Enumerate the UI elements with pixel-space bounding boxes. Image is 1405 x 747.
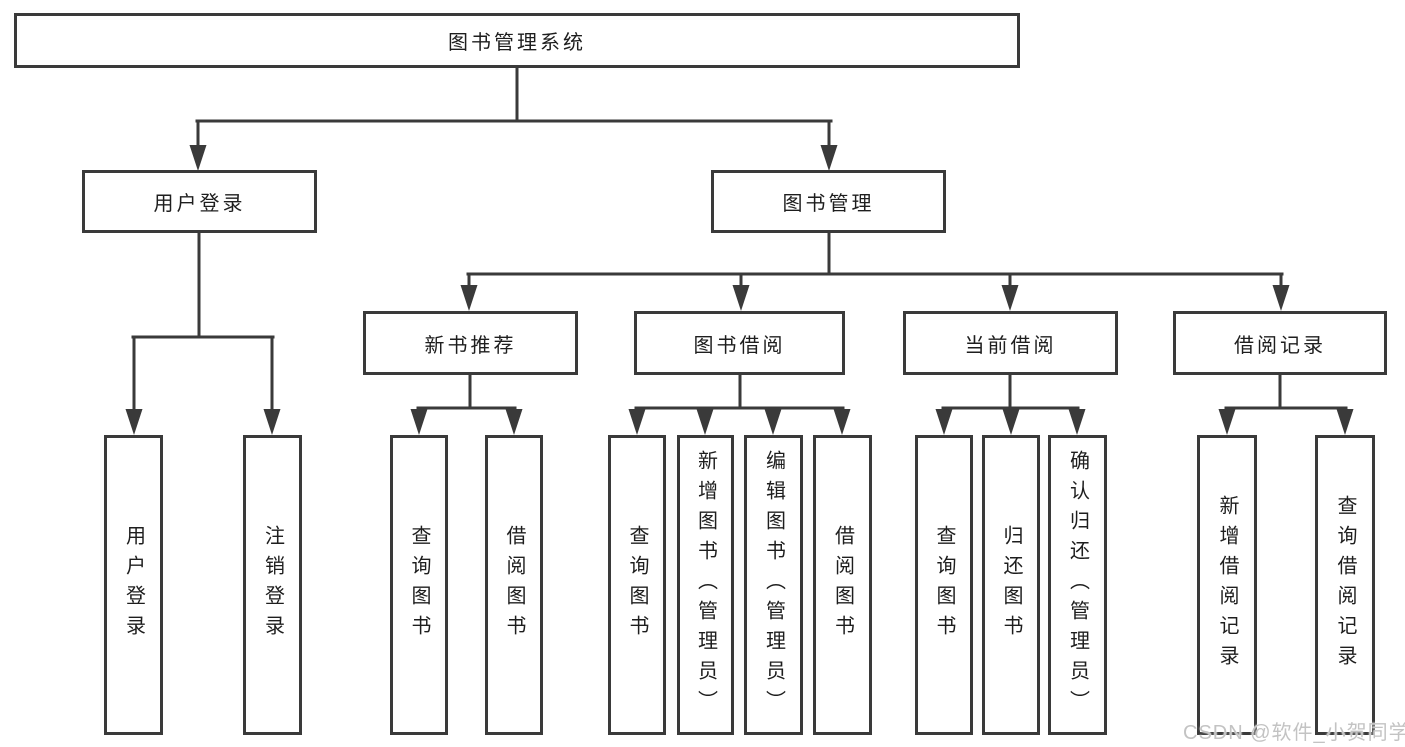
leaf-label: 新增借阅记录: [1216, 495, 1238, 675]
leaf-query-books-current: 查询图书: [915, 435, 973, 735]
watermark: CSDN @软件_小贺同学: [1183, 722, 1405, 744]
leaf-query-borrow-record: 查询借阅记录: [1315, 435, 1375, 735]
node-label: 当前借阅: [964, 334, 1057, 357]
leaf-add-borrow-record: 新增借阅记录: [1197, 435, 1257, 735]
node-new-book-recommendation: 新书推荐: [363, 311, 578, 375]
node-label: 图书借阅: [693, 334, 786, 357]
node-label: 图书管理: [782, 193, 875, 215]
node-label: 借阅记录: [1234, 334, 1326, 357]
leaf-label: 用户登录: [122, 525, 145, 645]
leaf-label: 查询借阅记录: [1334, 495, 1356, 675]
leaf-confirm-return-admin: 确认归还（管理员）: [1048, 435, 1107, 735]
node-current-borrowing: 当前借阅: [903, 311, 1118, 375]
leaf-query-books-borrowing: 查询图书: [608, 435, 666, 735]
node-label: 图书管理系统: [448, 32, 586, 54]
node-library-management-system: 图书管理系统: [14, 13, 1020, 68]
leaf-borrow-books-recommend: 借阅图书: [485, 435, 543, 735]
node-book-management: 图书管理: [711, 170, 946, 233]
node-label: 用户登录: [153, 193, 246, 215]
leaf-add-book-admin: 新增图书（管理员）: [677, 435, 734, 735]
leaf-logout: 注销登录: [243, 435, 302, 735]
leaf-edit-book-admin: 编辑图书（管理员）: [744, 435, 803, 735]
leaf-query-books-recommend: 查询图书: [390, 435, 448, 735]
leaf-label: 归还图书: [1000, 525, 1022, 645]
leaf-label: 借阅图书: [831, 525, 854, 645]
leaf-label: 借阅图书: [503, 525, 525, 645]
leaf-return-book: 归还图书: [982, 435, 1040, 735]
leaf-label: 编辑图书（管理员）: [762, 450, 785, 720]
leaf-borrow-books-borrowing: 借阅图书: [813, 435, 872, 735]
leaf-label: 注销登录: [261, 525, 284, 645]
leaf-user-login: 用户登录: [104, 435, 163, 735]
node-borrowing-records: 借阅记录: [1173, 311, 1387, 375]
leaf-label: 新增图书（管理员）: [694, 450, 717, 720]
leaf-label: 查询图书: [408, 525, 430, 645]
node-user-login: 用户登录: [82, 170, 317, 233]
leaf-label: 查询图书: [933, 525, 955, 645]
node-label: 新书推荐: [424, 334, 517, 357]
leaf-label: 查询图书: [626, 525, 648, 645]
node-book-borrowing: 图书借阅: [634, 311, 845, 375]
leaf-label: 确认归还（管理员）: [1066, 450, 1089, 720]
